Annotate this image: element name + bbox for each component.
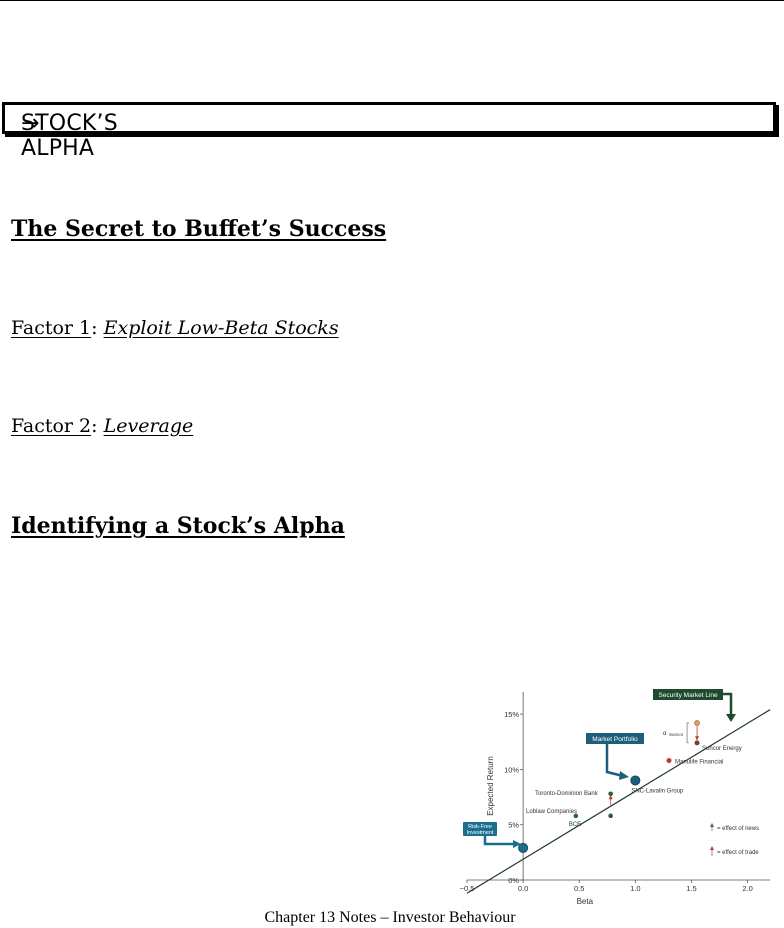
section-header-box: →STOCK’S ALPHA [2,102,776,161]
y-tick-label: 10% [504,765,519,774]
page-footer: Chapter 13 Notes – Investor Behaviour [0,909,784,927]
legend-trade: = effect of trade [717,850,759,856]
label-manulife: Manulife Financial [675,760,723,766]
sml-arrow-head [726,714,736,722]
x-tick-label: 1.5 [686,884,696,893]
sml-chart: −0.5 0.0 0.5 1.0 1.5 2.0 0% 5% 10% 15% Beta Expecte… [460,689,771,906]
point-manulife [666,758,672,764]
y-tick-label: 15% [504,710,519,719]
heading-alpha: Identifying a Stock’s Alpha [11,513,345,539]
factor-2: Factor 2: Leverage [11,415,193,437]
market-portfolio-arrow-head [619,771,629,780]
risk-free-arrow-shaft [483,836,515,846]
risk-free-box [463,822,497,836]
sml-label: Security Market Line [658,692,718,699]
point-suncor [694,740,700,746]
point-loblaw [608,813,613,819]
alpha-symbol: α [663,731,667,737]
x-tick-label: −0.5 [460,884,475,893]
point-risk-free [518,842,529,853]
point-market-portfolio [630,775,641,786]
x-tick-label: 1.0 [630,884,640,893]
footer-text: Chapter 13 Notes – Investor Behaviour [264,909,516,926]
label-td: Toronto-Dominion Bank [535,791,599,797]
factor-2-label: Factor 2 [11,415,92,437]
legend-trade-head [710,846,714,850]
factor-1: Factor 1: Exploit Low-Beta Stocks [11,317,339,339]
alpha-subscript: Suncor [669,732,684,737]
market-portfolio-label: Market Portfolio [592,736,638,743]
arrow-icon: → [21,111,40,136]
factor-2-value: Leverage [103,415,194,437]
risk-free-arrow-head [513,840,521,848]
chart-layer: −0.5 0.0 0.5 1.0 1.5 2.0 0% 5% 10% 15% Beta Expecte… [460,689,771,906]
heading-buffett: The Secret to Buffet’s Success [11,216,387,242]
factor-1-value: Exploit Low-Beta Stocks [103,317,339,339]
security-market-line [466,709,771,894]
market-portfolio-arrow-shaft [605,744,624,778]
top-rule [0,0,784,1]
sml-arrow-shaft [723,692,733,716]
x-tick-label: 0.0 [518,884,528,893]
sml-label-box [653,689,723,700]
suncor-trade-arrow-head [695,736,700,741]
section-title-text: STOCK’S ALPHA [21,111,118,161]
x-axis-label: Beta [577,897,594,906]
x-tick-label: 0.5 [574,884,584,893]
factor-1-sep: : [91,317,104,339]
legend-news-head [710,823,714,827]
legend-news: = effect of news [717,826,759,832]
point-td [608,791,613,797]
label-suncor: Suncor Energy [702,746,742,752]
y-tick-label: 0% [508,876,519,885]
label-loblaw: Loblaw Companies [526,809,577,815]
td-trade-arrow-head [608,794,613,800]
y-tick-label: 5% [508,821,519,830]
risk-free-label-1: Risk-Free [468,824,492,830]
label-bce: BCE [569,822,581,828]
y-axis-label: Expected Return [486,756,495,816]
point-bce [573,813,579,819]
x-tick-label: 2.0 [742,884,752,893]
label-snc: SNC-Lavalin Group [631,788,684,794]
factor-2-sep: : [91,415,104,437]
alpha-bracket [686,722,690,744]
risk-free-label-2: Investment [467,830,494,836]
factor-1-label: Factor 1 [11,317,92,339]
point-suncor-alpha [694,720,700,726]
market-portfolio-box [586,733,644,744]
